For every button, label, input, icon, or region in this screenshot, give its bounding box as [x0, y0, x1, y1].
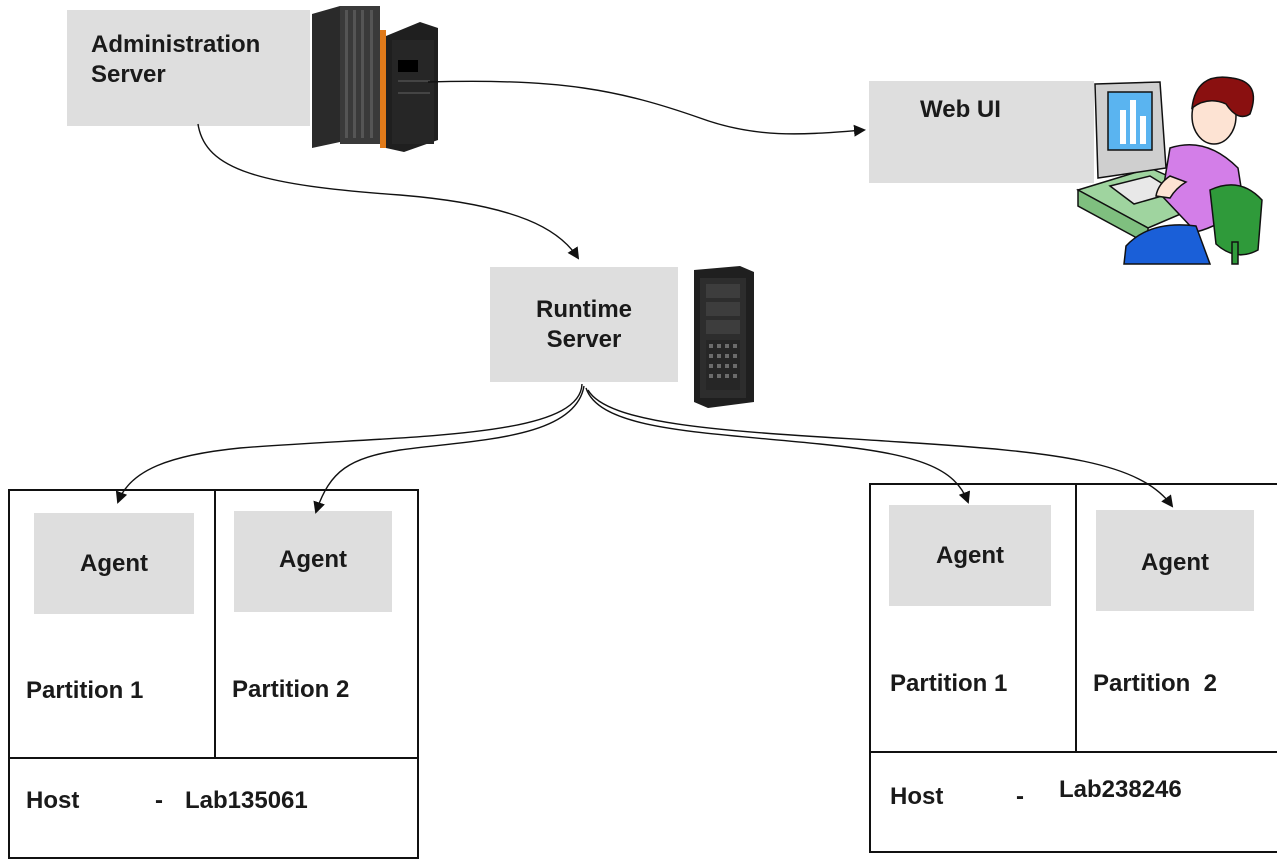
- host-right-agent-2-label: Agent: [1141, 549, 1209, 576]
- runtime-server-label: Runtime Server: [536, 296, 632, 353]
- host-right-agent-1-label: Agent: [936, 542, 1004, 569]
- host-left-agent-2-box: Agent: [234, 511, 392, 612]
- host-left-partition-2-label: Partition 2: [232, 676, 350, 703]
- host-right-host-name: Lab238246: [1059, 776, 1182, 803]
- host-left-host-dash: -: [155, 787, 163, 814]
- host-left-partition-1-label: Partition 1: [26, 677, 144, 704]
- runtime-server-box: Runtime Server: [490, 267, 678, 382]
- host-right-host-divider: [871, 751, 1277, 753]
- web-ui-label: Web UI: [920, 96, 1001, 123]
- host-left-host-divider: [10, 757, 417, 759]
- runtime-to-left-agent-1-arrow: [115, 383, 583, 504]
- host-left-host-name: Lab135061: [185, 787, 308, 814]
- host-right-partition-1-label: Partition 1: [890, 670, 1008, 697]
- host-left-frame: Agent Agent Partition 1 Partition 2 Host…: [8, 489, 419, 859]
- host-left-agent-1-box: Agent: [34, 513, 194, 614]
- host-right-host-dash: -: [1016, 783, 1024, 810]
- host-right-host-text: Host: [890, 783, 944, 810]
- host-right-agent-1-box: Agent: [889, 505, 1051, 606]
- host-left-agent-1-label: Agent: [80, 550, 148, 577]
- host-left-partition-divider: [214, 491, 216, 759]
- administration-server-box: Administration Server: [67, 10, 310, 126]
- host-right-frame: Agent Agent Partition 1 Partition 2 Host…: [869, 483, 1277, 853]
- host-right-agent-2-box: Agent: [1096, 510, 1254, 611]
- admin-to-runtime-arrow: [197, 123, 580, 260]
- host-right-partition-2-label: Partition 2: [1093, 670, 1218, 697]
- web-ui-box: Web UI: [869, 81, 1094, 183]
- host-left-host-text: Host: [26, 787, 80, 814]
- admin-to-webui-arrow: [427, 80, 866, 137]
- host-right-partition-divider: [1075, 485, 1077, 753]
- host-left-agent-2-label: Agent: [279, 546, 347, 573]
- administration-server-label: Administration Server: [91, 31, 261, 88]
